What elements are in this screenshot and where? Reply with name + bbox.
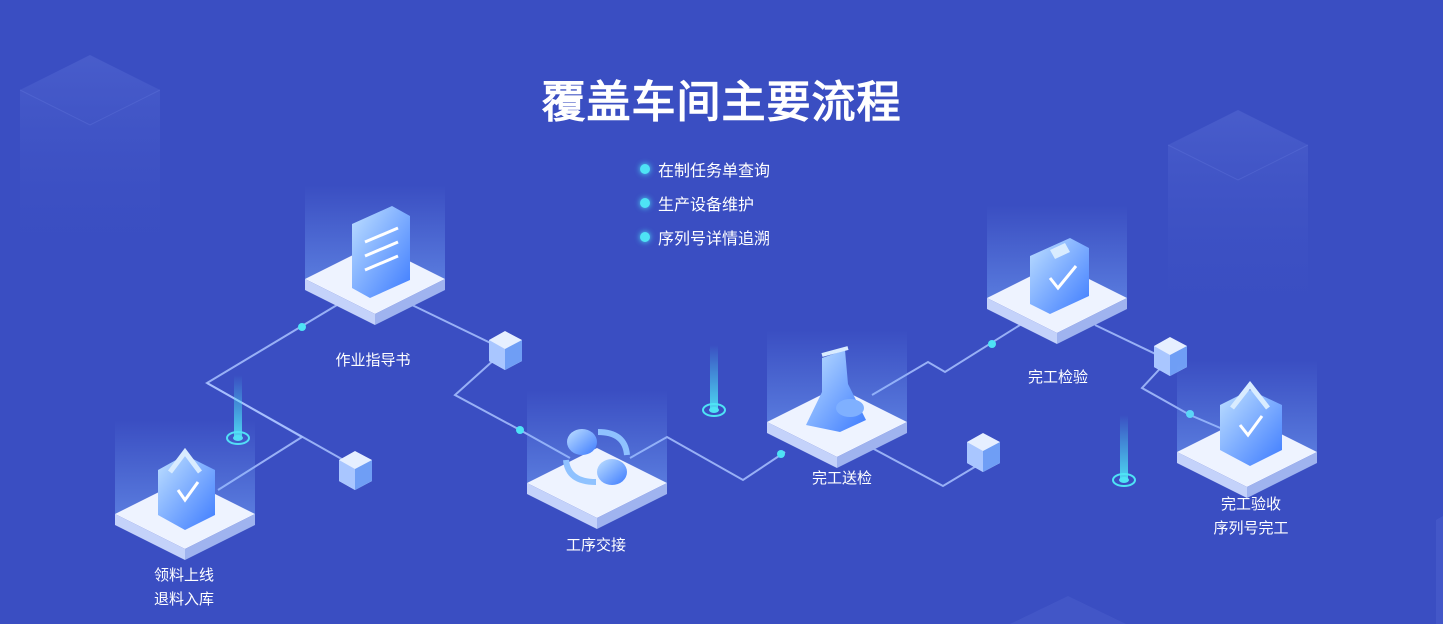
step-label-line: 退料入库 [153, 590, 215, 608]
step-label-guide: 作业指导书 [335, 348, 410, 372]
platform-guide [305, 185, 445, 325]
step-label-line: 领料上线 [153, 566, 215, 584]
feature-item: 在制任务单查询 [640, 152, 770, 186]
feature-text: 在制任务单查询 [658, 161, 771, 180]
small-cube-icon [339, 451, 372, 490]
small-cube-icon [967, 433, 1000, 472]
clipboard-check-icon [1030, 238, 1089, 314]
background-decoration [19, 55, 1443, 624]
step-label-accept: 完工验收 序列号完工 [1213, 492, 1288, 540]
feature-item: 序列号详情追溯 [640, 220, 770, 254]
feature-text: 生产设备维护 [658, 195, 755, 214]
feature-text: 序列号详情追溯 [658, 229, 771, 248]
step-label-handover: 工序交接 [566, 533, 626, 557]
step-label-line: 完工检验 [1027, 368, 1089, 386]
step-label-line: 序列号完工 [1213, 519, 1289, 537]
feature-list: 在制任务单查询 生产设备维护 序列号详情追溯 [640, 152, 770, 254]
platform-accept [1177, 360, 1317, 498]
document-icon [352, 206, 410, 298]
platform-material [115, 420, 255, 560]
small-cube-icon [489, 331, 522, 370]
platform-handover [527, 390, 667, 529]
feature-item: 生产设备维护 [640, 186, 770, 220]
bullet-dot-icon [640, 164, 650, 174]
platform-submit [767, 330, 907, 468]
step-label-line: 作业指导书 [335, 351, 411, 369]
step-label-submit: 完工送检 [812, 466, 872, 490]
bullet-dot-icon [640, 232, 650, 242]
platform-inspect [987, 205, 1127, 344]
page-title: 覆盖车间主要流程 [541, 77, 902, 128]
step-label-inspect: 完工检验 [1028, 365, 1088, 389]
bullet-dot-icon [640, 198, 650, 208]
basket-icon [158, 447, 215, 530]
step-label-line: 完工验收 [1220, 495, 1282, 513]
step-label-line: 完工送检 [811, 469, 873, 487]
step-label-material: 领料上线 退料入库 [154, 563, 214, 611]
step-label-line: 工序交接 [565, 536, 627, 554]
connector-nodes [298, 323, 1194, 458]
exchange-icon [563, 429, 630, 485]
lab-flask-icon [806, 346, 866, 432]
basket-check-icon [1220, 380, 1282, 466]
